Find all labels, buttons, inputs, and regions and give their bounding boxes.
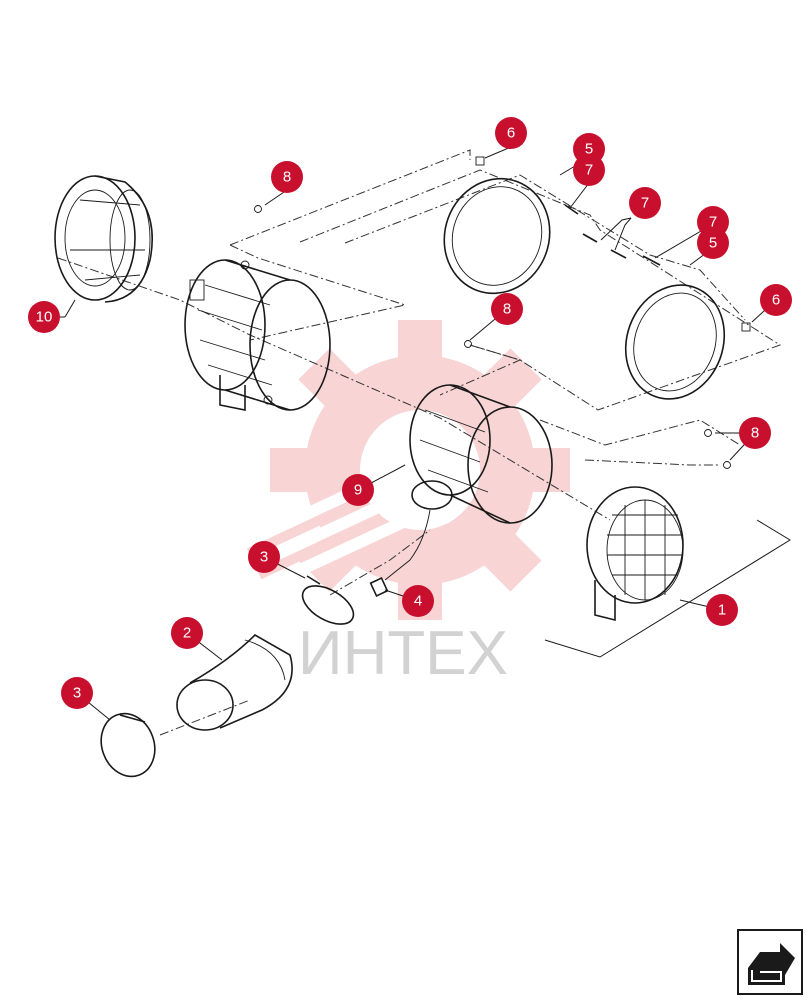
svg-text:10: 10: [36, 309, 53, 326]
gasket-ring-upper: [443, 177, 551, 295]
svg-text:7: 7: [641, 195, 649, 212]
callout-8-right: 8: [739, 417, 771, 449]
watermark-text: ИНТЕХ: [298, 619, 508, 688]
svg-text:4: 4: [414, 593, 422, 610]
hose-clamp-lower: [100, 712, 156, 778]
svg-text:9: 9: [354, 482, 362, 499]
callout-4: 4: [402, 585, 434, 617]
callout-6-top: 6: [495, 117, 527, 149]
intake-cap: [54, 175, 153, 303]
callout-5-right: 5: [697, 227, 729, 259]
svg-text:5: 5: [585, 141, 593, 158]
svg-text:1: 1: [718, 602, 726, 619]
hose: [176, 634, 293, 731]
hose-clamp-upper: [301, 575, 355, 625]
callout-10: 10: [28, 301, 60, 333]
filter-housing: [184, 259, 331, 411]
filter-canister: [384, 384, 553, 581]
callout-8-top: 8: [271, 161, 303, 193]
gasket-ring-lower: [624, 284, 726, 400]
sensor: [369, 577, 389, 597]
svg-text:6: 6: [507, 125, 515, 142]
callout-7-top: 7: [573, 154, 605, 186]
svg-text:3: 3: [73, 685, 81, 702]
svg-text:6: 6: [772, 292, 780, 309]
callout-1: 1: [706, 594, 738, 626]
callout-7-mid: 7: [629, 187, 661, 219]
callout-6-right: 6: [760, 284, 792, 316]
svg-text:5: 5: [709, 235, 717, 252]
watermark-gear-logo: [223, 320, 570, 620]
outlet-cover: [586, 486, 684, 622]
callouts: 10 8 6 5 7 7 7 5 6 8 8 9 3 4 1 2 3: [28, 117, 792, 709]
group-bracket: [544, 519, 791, 658]
svg-text:3: 3: [260, 549, 268, 566]
callout-3-upper: 3: [248, 541, 280, 573]
fasteners: [254, 156, 751, 469]
callout-8-middle: 8: [491, 293, 523, 325]
svg-text:7: 7: [585, 162, 593, 179]
svg-text:7: 7: [709, 214, 717, 231]
svg-text:2: 2: [183, 625, 191, 642]
svg-text:8: 8: [751, 425, 759, 442]
next-page-arrow-icon[interactable]: [737, 929, 803, 995]
callout-9: 9: [342, 474, 374, 506]
svg-text:8: 8: [283, 169, 291, 186]
svg-text:8: 8: [503, 301, 511, 318]
callout-2: 2: [171, 617, 203, 649]
callout-3-lower: 3: [61, 677, 93, 709]
